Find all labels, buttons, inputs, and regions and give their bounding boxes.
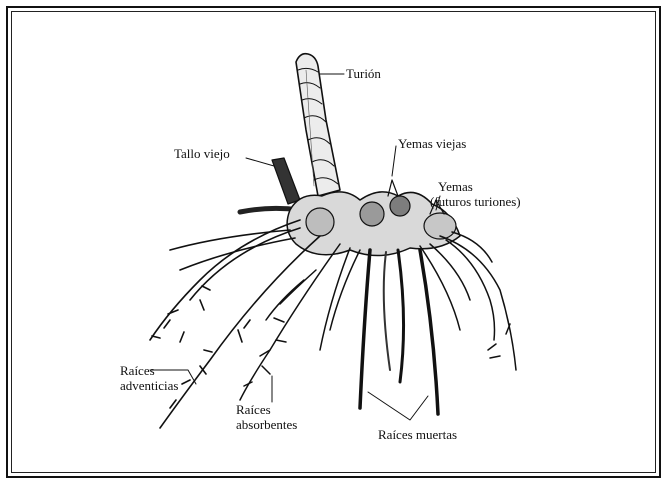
label-tallo-viejo: Tallo viejo: [174, 147, 230, 161]
label-raices-adventicias-line1: Raíces: [120, 364, 155, 378]
label-turion: Turión: [346, 67, 381, 81]
label-yemas-viejas: Yemas viejas: [398, 137, 466, 151]
crown-cluster: [287, 180, 460, 256]
tallo-viejo-stem: [240, 158, 300, 212]
label-raices-absorbentes-line1: Raíces: [236, 403, 271, 417]
label-raices-adventicias-line2: adventicias: [120, 379, 178, 393]
label-raices-muertas: Raíces muertas: [378, 428, 457, 442]
turion-spear: [296, 54, 340, 196]
label-raices-absorbentes-line2: absorbentes: [236, 418, 297, 432]
raices-absorbentes: [240, 244, 360, 400]
label-yemas-line1: Yemas: [438, 180, 473, 194]
raices-adventicias: [150, 220, 320, 428]
raices-muertas: [360, 250, 438, 414]
label-yemas-line2: (futuros turiones): [430, 195, 521, 209]
